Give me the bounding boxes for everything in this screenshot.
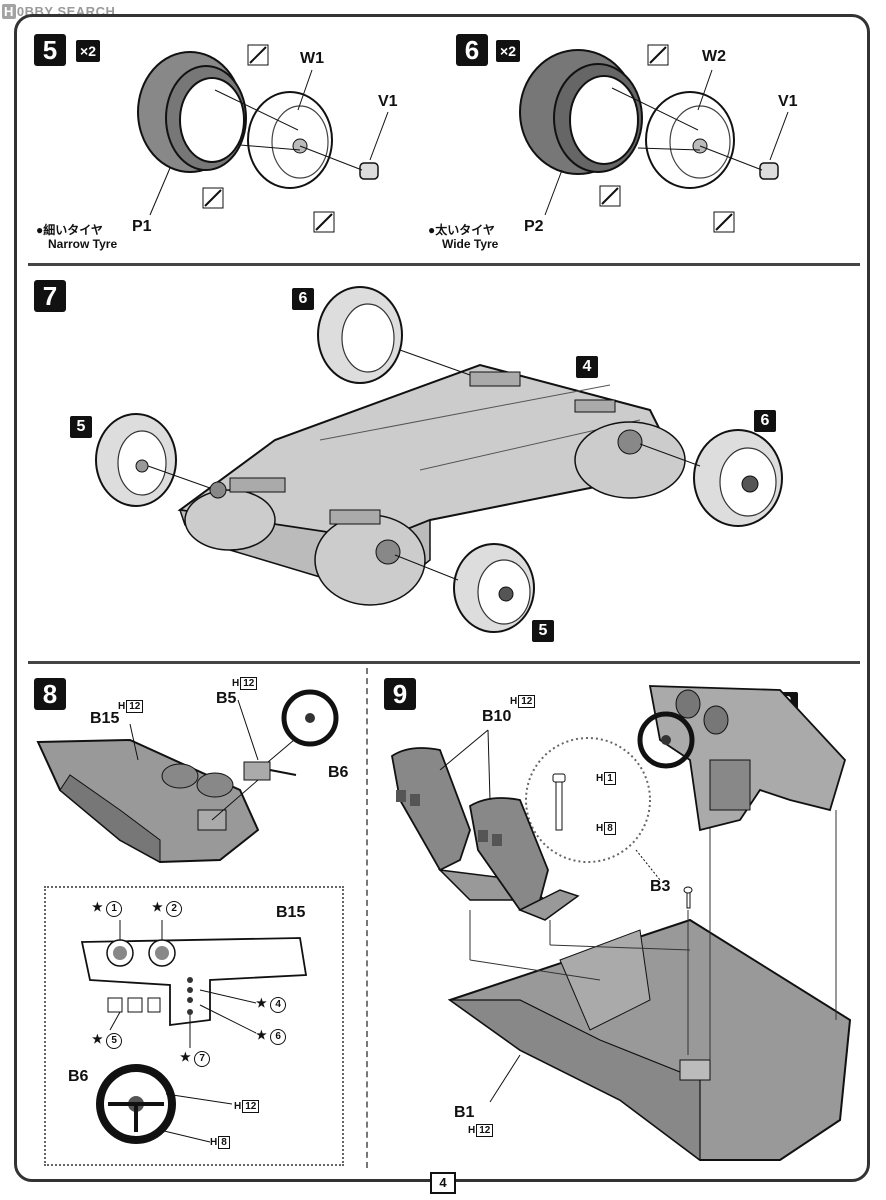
step-8-detail-box	[44, 886, 344, 1166]
step-8-detail-title: B15	[276, 904, 306, 921]
page-number: 4	[430, 1172, 456, 1194]
step-5-note-jp: ●細いタイヤ	[36, 223, 103, 237]
step-5-number: 5	[34, 34, 66, 66]
decal-marker-7: ★ 7	[180, 1050, 211, 1067]
step-7-ref-rear-right: 6	[754, 410, 776, 432]
step-7-ref-front-left: 5	[70, 416, 92, 438]
divider-vertical	[366, 668, 368, 1168]
step-9-seats-label: B10	[482, 708, 512, 725]
step-9-number: 9	[384, 678, 416, 710]
decal-marker-2: ★ 2	[152, 900, 183, 917]
step-6-note-jp: ●太いタイヤ	[428, 223, 495, 237]
divider-middle	[28, 661, 860, 664]
step-7-ref-front-right: 5	[532, 620, 554, 642]
step-5-wheel-label: W1	[300, 50, 324, 67]
step-7-ref-chassis: 4	[576, 356, 598, 378]
step-6-wheel-label: W2	[702, 48, 726, 65]
step-6-tyre-label: P2	[524, 218, 544, 235]
decal-marker-6: ★ 6	[256, 1028, 287, 1045]
decal-marker-4: ★ 4	[256, 996, 287, 1013]
step-8-dash-label: B15	[90, 710, 120, 727]
step-7-ref-rear-left: 6	[292, 288, 314, 310]
decal-marker-1: ★ 1	[92, 900, 123, 917]
step-5-note-en: Narrow Tyre	[48, 237, 118, 251]
step-7-number: 7	[34, 280, 66, 312]
step-5-valve-label: V1	[378, 93, 398, 110]
step-6-multiplier: ×2	[496, 40, 520, 62]
step-8-column-label: B5	[216, 690, 237, 707]
step-6-number: 6	[456, 34, 488, 66]
divider-top	[28, 263, 860, 266]
step-9-floor-label: B1	[454, 1104, 475, 1121]
step-5-tyre-label: P1	[132, 218, 152, 235]
step-6-valve-label: V1	[778, 93, 798, 110]
step-8-number: 8	[34, 678, 66, 710]
step-5-multiplier: ×2	[76, 40, 100, 62]
step-9-pin-label: B3	[650, 878, 671, 895]
step-8-wheel-label: B6	[328, 764, 349, 781]
step-6-note-en: Wide Tyre	[442, 237, 499, 251]
step-8-detail-wheel-label: B6	[68, 1068, 89, 1085]
decal-marker-5: ★ 5	[92, 1032, 123, 1049]
